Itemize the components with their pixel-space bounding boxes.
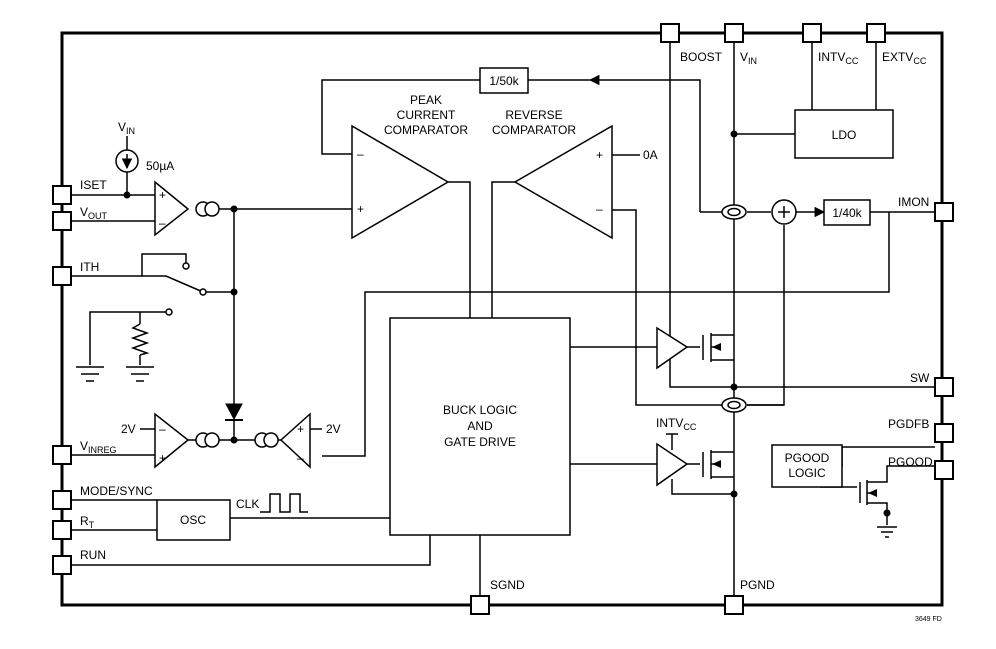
- mosfet-arrow-icon: [868, 489, 877, 497]
- pin-label-sgnd: SGND: [490, 578, 525, 592]
- pgood-logic-label-1: PGOOD: [785, 451, 830, 465]
- peak-current-comparator: [351, 124, 450, 240]
- pin-squares: [52, 23, 954, 615]
- switch-contact: [182, 262, 190, 270]
- peak-comparator-title-1: PEAK: [410, 93, 442, 107]
- pin-label-vin: VIN: [740, 50, 757, 66]
- minus-sign: –: [357, 147, 364, 161]
- pin-label-vinreg: VINREG: [80, 439, 117, 455]
- buck-logic-label-2: AND: [467, 419, 493, 433]
- reverse-comparator-title-1: REVERSE: [505, 108, 562, 122]
- buck-logic-block: [389, 317, 571, 536]
- buck-logic-label-3: GATE DRIVE: [444, 435, 516, 449]
- buck-logic-label-1: BUCK LOGIC: [443, 403, 517, 417]
- vin-source-label: VIN: [118, 120, 135, 136]
- transconductance-icons: [195, 201, 279, 448]
- bottom-gate-driver: [656, 442, 689, 487]
- plus-sign: +: [159, 451, 166, 465]
- minus-sign: –: [596, 202, 603, 216]
- pin-label-imon: IMON: [898, 195, 929, 209]
- resistor-icon: [130, 323, 150, 356]
- vinreg-amplifier-left: [154, 412, 190, 469]
- current-source-icon: [115, 136, 139, 173]
- chip-outline: [60, 31, 944, 607]
- mosfet-arrow-icon: [712, 343, 721, 351]
- clock-waveform-icon: [260, 493, 308, 513]
- divider-40k-label: 1/40k: [832, 206, 862, 220]
- pgood-logic-label-2: LOGIC: [788, 466, 826, 480]
- iset-amplifier: [154, 180, 190, 237]
- plus-sign: +: [357, 202, 364, 216]
- osc-label: OSC: [180, 513, 206, 527]
- pin-label-iset: ISET: [80, 178, 107, 192]
- ground-symbols: [76, 366, 897, 538]
- ref-2v-left: 2V: [121, 422, 136, 436]
- reverse-comparator-title-2: COMPARATOR: [492, 123, 576, 137]
- ref-2v-right: 2V: [326, 422, 341, 436]
- pin-label-mode-sync: MODE/SYNC: [80, 484, 153, 498]
- switch-contact: [165, 308, 173, 316]
- plus-sign: +: [596, 148, 603, 162]
- osc-block: [156, 499, 231, 541]
- reverse-comparator: [513, 124, 613, 240]
- pin-label-sw: SW: [910, 371, 930, 385]
- divider-50k-block: [479, 67, 529, 94]
- mosfet-arrow-icon: [712, 460, 721, 468]
- minus-sign: –: [159, 422, 166, 436]
- plus-sign: +: [159, 188, 166, 202]
- zero-amp-label: 0A: [643, 148, 658, 162]
- pgood-logic-block: [771, 444, 843, 488]
- pin-label-pgood: PGOOD: [888, 455, 933, 469]
- pin-label-extvcc: EXTVCC: [882, 50, 927, 66]
- top-gate-driver: [656, 326, 689, 370]
- pin-label-run: RUN: [80, 548, 106, 562]
- divider-40k-block: [823, 199, 871, 226]
- ldo-label: LDO: [832, 128, 857, 142]
- minus-sign: –: [297, 451, 304, 465]
- switch-contact: [199, 288, 207, 296]
- peak-comparator-title-2: CURRENT: [397, 108, 456, 122]
- diode-icon: [225, 403, 243, 421]
- vinreg-amplifier-right: [279, 412, 311, 469]
- plus-sign: +: [297, 422, 304, 436]
- figure-code: 3649 FD: [915, 616, 942, 623]
- current-source-label: 50µA: [146, 159, 174, 173]
- pin-label-pgnd: PGND: [740, 578, 775, 592]
- divider-50k-label: 1/50k: [489, 74, 519, 88]
- summing-junction-icon: [771, 199, 797, 225]
- intvcc-gate-label: INTVCC: [656, 416, 697, 432]
- junction-dots: [123, 130, 891, 517]
- pin-label-intvcc: INTVCC: [818, 50, 859, 66]
- pin-label-pgdfb: PGDFB: [888, 417, 929, 431]
- ldo-block: [794, 109, 894, 159]
- clk-label: CLK: [236, 497, 259, 511]
- minus-sign: –: [159, 216, 166, 230]
- current-sense-icons: [721, 204, 747, 413]
- pin-label-boost: BOOST: [680, 50, 723, 64]
- wires: [72, 43, 935, 605]
- pin-label-rt: RT: [80, 514, 95, 530]
- pin-label-ith: ITH: [80, 260, 99, 274]
- pin-label-vout: VOUT: [80, 205, 108, 221]
- peak-comparator-title-3: COMPARATOR: [384, 123, 468, 137]
